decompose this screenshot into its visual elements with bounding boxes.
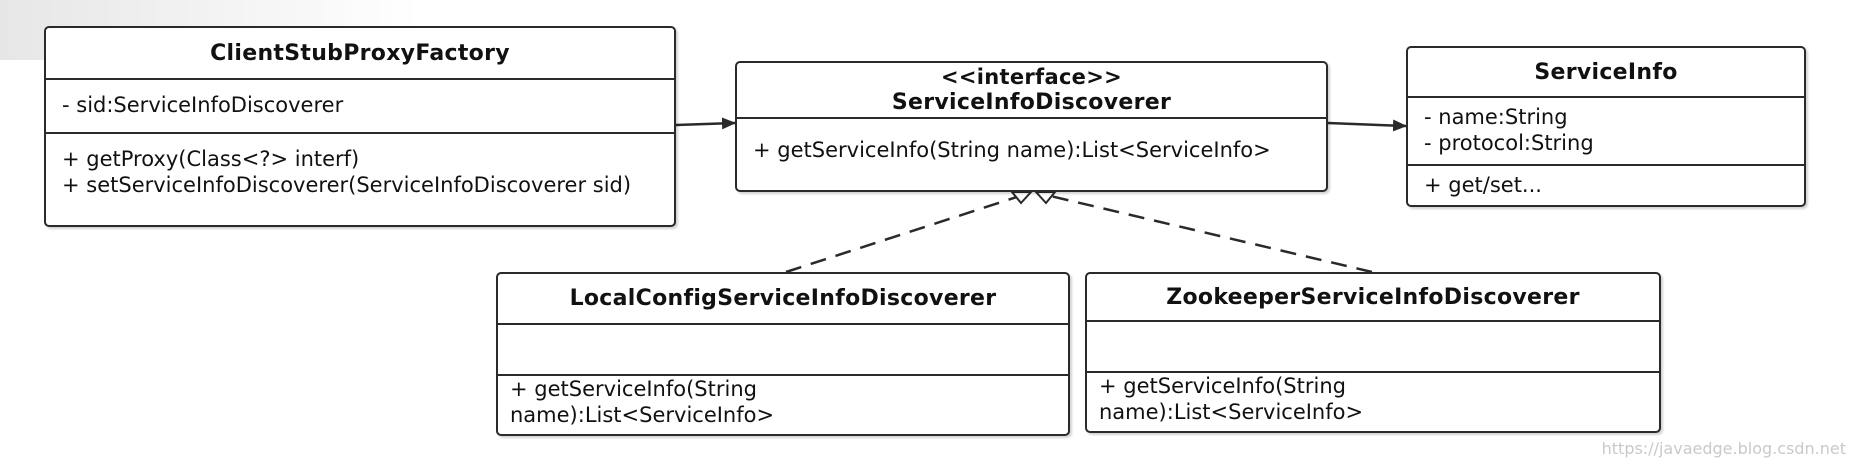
attribute-row: - sid:ServiceInfoDiscoverer xyxy=(62,93,344,117)
class-name: LocalConfigServiceInfoDiscoverer xyxy=(569,286,997,311)
interface-service-info-discoverer[interactable]: <<interface>> ServiceInfoDiscoverer + ge… xyxy=(735,61,1328,192)
method-row: + get/set... xyxy=(1424,173,1542,197)
attributes-section xyxy=(498,325,1068,376)
class-name: ServiceInfo xyxy=(1534,59,1678,85)
interface-header: <<interface>> ServiceInfoDiscoverer xyxy=(737,63,1326,119)
class-header: ServiceInfo xyxy=(1408,48,1804,98)
association-discoverer-to-serviceinfo xyxy=(1327,119,1407,132)
watermark-text: https://javaedge.blog.csdn.net xyxy=(1601,439,1846,458)
association-client-to-discoverer xyxy=(675,117,736,130)
attributes-section: - name:String - protocol:String xyxy=(1408,98,1804,166)
attribute-row: - protocol:String xyxy=(1424,131,1594,155)
method-row: + getServiceInfo(String name):List<Servi… xyxy=(1099,374,1364,424)
class-local-config-service-info-discoverer[interactable]: LocalConfigServiceInfoDiscoverer + getSe… xyxy=(496,272,1070,436)
realization-local-to-discoverer xyxy=(785,194,1021,274)
class-header: ZookeeperServiceInfoDiscoverer xyxy=(1087,274,1659,323)
class-client-stub-proxy-factory[interactable]: ClientStubProxyFactory - sid:ServiceInfo… xyxy=(44,26,676,227)
method-row: + setServiceInfoDiscoverer(ServiceInfoDi… xyxy=(62,173,632,197)
realization-zookeeper-to-discoverer xyxy=(1041,192,1373,274)
class-name: ClientStubProxyFactory xyxy=(210,40,510,66)
methods-section: + getProxy(Class<?> interf) + setService… xyxy=(46,134,674,204)
realization-arrowhead-right xyxy=(1033,191,1058,205)
interface-name: ServiceInfoDiscoverer xyxy=(891,90,1172,115)
stereotype-label: <<interface>> xyxy=(940,65,1123,89)
method-row: + getServiceInfo(String name):List<Servi… xyxy=(510,377,775,427)
methods-section: + get/set... xyxy=(1408,166,1804,204)
methods-section: + getServiceInfo(String name):List<Servi… xyxy=(498,376,1068,434)
attribute-row: - name:String xyxy=(1424,105,1568,129)
methods-section: + getServiceInfo(String name):List<Servi… xyxy=(1087,373,1659,431)
attributes-section: - sid:ServiceInfoDiscoverer xyxy=(46,80,674,134)
class-header: ClientStubProxyFactory xyxy=(46,28,674,80)
method-row: + getServiceInfo(String name):List<Servi… xyxy=(753,138,1271,162)
methods-section: + getServiceInfo(String name):List<Servi… xyxy=(737,119,1326,169)
class-header: LocalConfigServiceInfoDiscoverer xyxy=(498,274,1068,326)
class-zookeeper-service-info-discoverer[interactable]: ZookeeperServiceInfoDiscoverer + getServ… xyxy=(1085,272,1661,433)
class-name: ZookeeperServiceInfoDiscoverer xyxy=(1166,284,1580,310)
class-service-info[interactable]: ServiceInfo - name:String - protocol:Str… xyxy=(1406,46,1806,207)
attributes-section xyxy=(1087,322,1659,373)
method-row: + getProxy(Class<?> interf) xyxy=(62,147,360,171)
realization-arrowhead-left xyxy=(1009,191,1034,205)
